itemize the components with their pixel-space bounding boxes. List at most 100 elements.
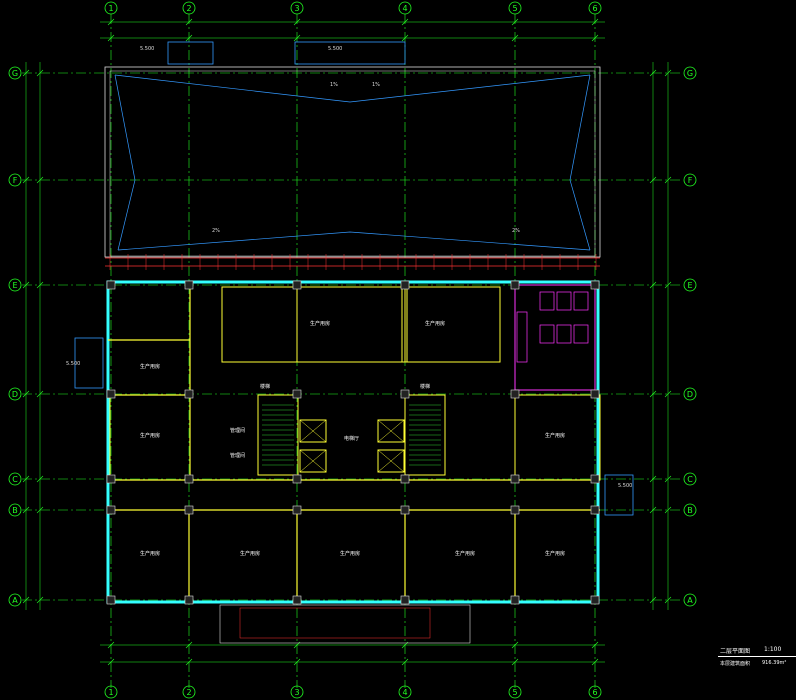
structural-column bbox=[106, 389, 116, 399]
side-equipment-right bbox=[604, 474, 634, 516]
dim-line-left-outer-tick bbox=[22, 281, 30, 289]
structural-column bbox=[184, 474, 194, 484]
axis-bubble-circle bbox=[8, 503, 22, 517]
dim-line-right-inner-tick bbox=[649, 475, 657, 483]
axis-bubble-label: C bbox=[687, 475, 693, 484]
roof-outline bbox=[104, 66, 601, 258]
roof-slope-label-3: 2% bbox=[212, 228, 220, 234]
structural-column bbox=[400, 280, 410, 290]
dim-line-top-inner-tick bbox=[185, 34, 193, 42]
room-label-south-3: 生产用房 bbox=[455, 550, 475, 557]
axis-bubble-label: D bbox=[687, 390, 693, 399]
structural-column bbox=[400, 389, 410, 399]
structural-column bbox=[292, 474, 302, 484]
axis-bubble-bottom-5: 5 bbox=[508, 685, 522, 699]
dim-line-left-inner-tick bbox=[36, 69, 44, 77]
structural-column bbox=[292, 595, 302, 605]
south-canopy-inner bbox=[239, 607, 431, 639]
stair-east-enclosure bbox=[404, 394, 446, 476]
dim-line-right-inner-tick bbox=[649, 69, 657, 77]
elevator-x-b bbox=[299, 419, 327, 443]
axis-bubble-bottom-1: 1 bbox=[104, 685, 118, 699]
axis-bubble-label: 1 bbox=[108, 4, 113, 13]
structural-column bbox=[510, 389, 520, 399]
axis-bubble-label: E bbox=[12, 281, 17, 290]
axis-bubble-bottom-4: 4 bbox=[398, 685, 412, 699]
structural-column bbox=[400, 474, 410, 484]
elevation-top-left: 5.500 bbox=[140, 46, 154, 52]
axis-bubble-left-F: F bbox=[8, 173, 22, 187]
roof-ridge-top bbox=[114, 74, 591, 103]
axis-bubble-right-G: G bbox=[683, 66, 697, 80]
elevator-shaft-0 bbox=[299, 419, 327, 443]
axis-bubble-label: G bbox=[12, 69, 18, 78]
dim-line-top-outer-tick bbox=[401, 18, 409, 26]
elevation-top-center: 5.500 bbox=[328, 46, 342, 52]
roof-ridge-left bbox=[114, 74, 136, 251]
structural-column bbox=[510, 505, 520, 515]
axis-bubble-right-F: F bbox=[683, 173, 697, 187]
stair-label-east: 楼梯 bbox=[420, 383, 430, 390]
structural-column bbox=[106, 595, 116, 605]
axis-bubble-circle bbox=[398, 1, 412, 15]
dim-line-left-inner-tick bbox=[36, 506, 44, 514]
lobby-label: 电梯厅 bbox=[344, 435, 359, 442]
roof-equipment-center bbox=[294, 41, 406, 65]
roof-slope-label-1: 1% bbox=[330, 82, 338, 88]
dim-line-bottom-inner-tick bbox=[107, 641, 115, 649]
dim-line-top-inner-tick bbox=[401, 34, 409, 42]
axis-bubble-circle bbox=[104, 685, 118, 699]
axis-bubble-circle bbox=[182, 685, 196, 699]
room-north-central-right bbox=[296, 286, 408, 363]
dim-line-bottom-inner-tick bbox=[185, 641, 193, 649]
axis-bubble-circle bbox=[683, 66, 697, 80]
roof-outline-inner bbox=[109, 70, 596, 257]
room-label-small-1: 管理间 bbox=[230, 427, 245, 434]
room-label-north: 生产用房 bbox=[310, 320, 330, 327]
stair-west-enclosure bbox=[257, 394, 299, 476]
drawing-name: 二层平面图 bbox=[720, 648, 751, 655]
stair-label-west: 楼梯 bbox=[260, 383, 270, 390]
elevator-shaft-3 bbox=[377, 449, 405, 473]
elevator-shaft-1 bbox=[299, 449, 327, 473]
toilet-stall-upper-1 bbox=[556, 291, 572, 311]
dim-line-left-inner-tick bbox=[36, 475, 44, 483]
axis-bubble-circle bbox=[683, 387, 697, 401]
south-canopy bbox=[219, 604, 471, 644]
axis-bubble-circle bbox=[290, 685, 304, 699]
axis-bubble-label: 1 bbox=[108, 688, 113, 697]
dim-line-right-inner-tick bbox=[649, 281, 657, 289]
axis-bubble-label: D bbox=[12, 390, 18, 399]
axis-bubble-label: B bbox=[687, 506, 693, 515]
axis-bubble-top-2: 2 bbox=[182, 1, 196, 15]
axis-bubble-label: A bbox=[687, 596, 693, 605]
dim-line-right-inner-tick bbox=[649, 390, 657, 398]
room-label-south-0: 生产用房 bbox=[140, 550, 160, 557]
room-label-north-right: 生产用房 bbox=[425, 320, 445, 327]
structural-column bbox=[292, 505, 302, 515]
axis-bubble-right-C: C bbox=[683, 472, 697, 486]
axis-bubble-top-6: 6 bbox=[588, 1, 602, 15]
dim-line-left-inner-tick bbox=[36, 596, 44, 604]
axis-bubble-label: 2 bbox=[186, 4, 191, 13]
dim-line-top-outer-tick bbox=[107, 18, 115, 26]
axis-bubble-circle bbox=[683, 278, 697, 292]
dim-line-bottom-outer-tick bbox=[293, 658, 301, 666]
structural-column bbox=[590, 280, 600, 290]
dim-line-left-outer-tick bbox=[22, 69, 30, 77]
structural-column bbox=[106, 280, 116, 290]
elevator-x-b bbox=[299, 449, 327, 473]
dim-line-top-inner-tick bbox=[511, 34, 519, 42]
dim-line-top-inner-tick bbox=[107, 34, 115, 42]
dim-line-left-inner-tick bbox=[36, 390, 44, 398]
dim-line-right-outer-tick bbox=[664, 390, 672, 398]
room-label-east: 生产用房 bbox=[545, 432, 565, 439]
structural-column bbox=[590, 474, 600, 484]
dim-line-top-inner-tick bbox=[591, 34, 599, 42]
roof-equipment-left bbox=[167, 41, 214, 65]
room-label-west: 生产用房 bbox=[140, 432, 160, 439]
toilet-stall-lower-1 bbox=[556, 324, 572, 344]
dim-line-right-outer-tick bbox=[664, 596, 672, 604]
elevator-x-b bbox=[377, 419, 405, 443]
